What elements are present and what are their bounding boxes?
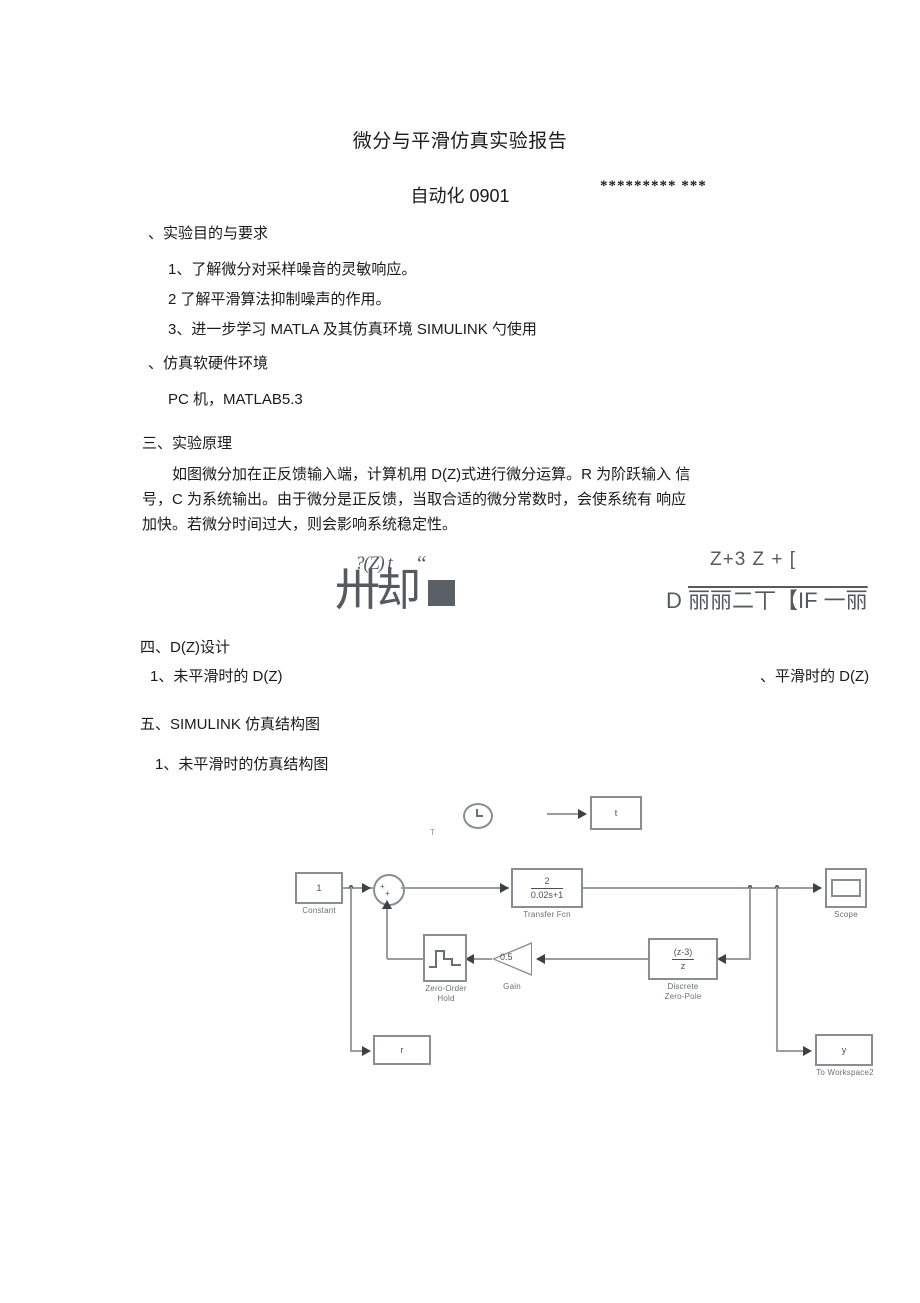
- clock-hand-hour: [476, 815, 483, 817]
- class-subtitle: 自动化 0901: [410, 186, 510, 206]
- formula-left-block-glyph: [428, 580, 455, 606]
- transfer-fcn-fraction: 2 0.02s+1: [527, 876, 567, 901]
- redacted-author: ********* ***: [600, 178, 707, 194]
- arrow-into-dzp: [717, 954, 726, 964]
- arrow-into-sum-bottom: [382, 900, 392, 909]
- formula-right-top: Z+3 Z + [: [710, 549, 797, 570]
- wire-feedback-into-dzp: [722, 958, 750, 960]
- sum-sign-left: +: [380, 882, 385, 891]
- caption-to-workspace2: To Workspace2: [816, 1068, 874, 1077]
- block-to-workspace2: y: [815, 1034, 873, 1066]
- block-discrete-zero-pole: (z-3) z: [648, 938, 718, 980]
- dz-sub-right: 、平滑时的 D(Z): [760, 668, 870, 685]
- arrow-into-workspace2: [803, 1046, 812, 1056]
- subtitle-row: 自动化 0901 ********* ***: [0, 178, 920, 206]
- clock-caption: T: [430, 828, 435, 837]
- block-to-workspace-r: r: [373, 1035, 431, 1065]
- caption-scope: Scope: [834, 910, 858, 919]
- formula-right-garble: Z+3 Z + [ D 丽丽二丅【IF 一丽: [666, 545, 920, 635]
- wire-feedback-down: [749, 887, 751, 960]
- block-scope: [825, 868, 867, 908]
- dzp-denominator: z: [680, 960, 686, 971]
- block-constant: 1: [295, 872, 343, 904]
- formula-left-main: 卅却: [335, 563, 421, 616]
- arrow-to-t-block: [578, 809, 587, 819]
- wire-dzp-to-gain: [540, 958, 648, 960]
- section-heading-purpose: 、实验目的与要求: [148, 225, 269, 242]
- wire-sum-to-tf: [401, 887, 509, 889]
- sum-sign-bottom: +: [385, 889, 390, 898]
- arrow-into-tf: [500, 883, 509, 893]
- wire-tf-to-scope: [583, 887, 821, 889]
- wire-zoh-to-sum-v: [386, 906, 388, 959]
- purpose-item-2: 2 了解平滑算法抑制噪声的作用。: [168, 291, 391, 308]
- wire-constant-out: [343, 887, 373, 889]
- caption-zero-order-hold: Zero-Order Hold: [425, 984, 467, 1003]
- page-title: 微分与平滑仿真实验报告: [352, 131, 568, 152]
- caption-discrete-zero-pole: Discrete Zero-Pole: [664, 982, 702, 1001]
- formula-right-rest: 丽丽二丅【IF 一丽: [688, 588, 868, 613]
- principle-line-3: 加快。若微分时间过大，则会影响系统稳定性。: [142, 516, 458, 533]
- formula-left-superscript: ?(Z) t: [355, 553, 393, 574]
- zero-order-hold-icon: [429, 950, 461, 968]
- clock-icon: [463, 803, 493, 829]
- arrow-into-sum-left: [362, 883, 371, 893]
- block-label-t: t: [614, 808, 618, 818]
- transfer-fcn-fraction-bar: [530, 887, 564, 889]
- formula-right-bottom: D 丽丽二丅【IF 一丽: [666, 583, 868, 615]
- formula-artifact: 卅却 ?(Z) t “ Z+3 Z + [ D 丽丽二丅【IF 一丽: [0, 545, 920, 640]
- block-zero-order-hold: [423, 934, 467, 982]
- section-heading-principle: 三、实验原理: [142, 435, 233, 452]
- transfer-fcn-denominator: 0.02s+1: [530, 889, 564, 900]
- arrow-into-zoh: [465, 954, 474, 964]
- dz-sub-left: 1、未平滑时的 D(Z): [150, 668, 283, 685]
- principle-line-1: 如图微分加在正反馈输入端，计算机用 D(Z)式进行微分运算。R 为阶跃输入 信: [172, 466, 691, 483]
- wire-zoh-to-sum-h: [387, 958, 423, 960]
- scope-screen-icon: [831, 879, 861, 897]
- block-label-y: y: [841, 1045, 847, 1055]
- wire-output-down: [776, 887, 778, 1052]
- block-to-workspace-t: t: [590, 796, 642, 830]
- clock-hand-minute: [476, 809, 478, 816]
- arrow-into-gain: [536, 954, 545, 964]
- formula-right-lead: D: [666, 588, 682, 613]
- wire-gain-to-zoh: [470, 958, 492, 960]
- arrow-into-scope: [813, 883, 822, 893]
- transfer-fcn-numerator: 2: [544, 875, 550, 886]
- dzp-fraction: (z-3) z: [668, 947, 699, 972]
- wire-clock-to-t: [547, 813, 580, 815]
- block-label-constant: 1: [316, 883, 322, 893]
- wire-to-workspace2: [776, 1050, 808, 1052]
- wire-to-r-block: [350, 1050, 366, 1052]
- caption-constant: Constant: [302, 906, 336, 915]
- dzp-numerator: (z-3): [673, 946, 693, 957]
- wire-constant-down: [350, 887, 352, 1052]
- principle-line-2: 号，C 为系统输出。由于微分是正反馈，当取合适的微分常数时，会使系统有 响应: [142, 491, 687, 508]
- gain-value: 0.5: [500, 952, 513, 962]
- section-heading-environment: 、仿真软硬件环境: [148, 355, 269, 372]
- principle-paragraph: 如图微分加在正反馈输入端，计算机用 D(Z)式进行微分运算。R 为阶跃输入 信 …: [142, 462, 792, 537]
- formula-left-quote: “: [417, 551, 427, 575]
- purpose-item-1: 1、了解微分对采样噪音的灵敏响应。: [168, 261, 417, 278]
- dzp-fraction-bar: [671, 958, 695, 960]
- environment-item-1: PC 机，MATLAB5.3: [168, 391, 303, 408]
- simulink-sub-left: 1、未平滑时的仿真结构图: [155, 756, 329, 773]
- caption-gain: Gain: [503, 982, 521, 991]
- purpose-item-3: 3、进一步学习 MATLA 及其仿真环境 SIMULINK 勺使用: [168, 321, 537, 338]
- formula-left-garble: 卅却 ?(Z) t “: [335, 551, 510, 623]
- block-transfer-fcn: 2 0.02s+1: [511, 868, 583, 908]
- section-heading-simulink: 五、SIMULINK 仿真结构图: [140, 716, 321, 733]
- caption-transfer-fcn: Transfer Fcn: [523, 910, 571, 919]
- section-heading-dz-design: 四、D(Z)设计: [140, 639, 230, 656]
- block-label-r: r: [400, 1045, 404, 1055]
- simulink-diagram: T t 1 Constant + + 2 0.02s+1: [0, 780, 920, 1110]
- arrow-into-r-block: [362, 1046, 371, 1056]
